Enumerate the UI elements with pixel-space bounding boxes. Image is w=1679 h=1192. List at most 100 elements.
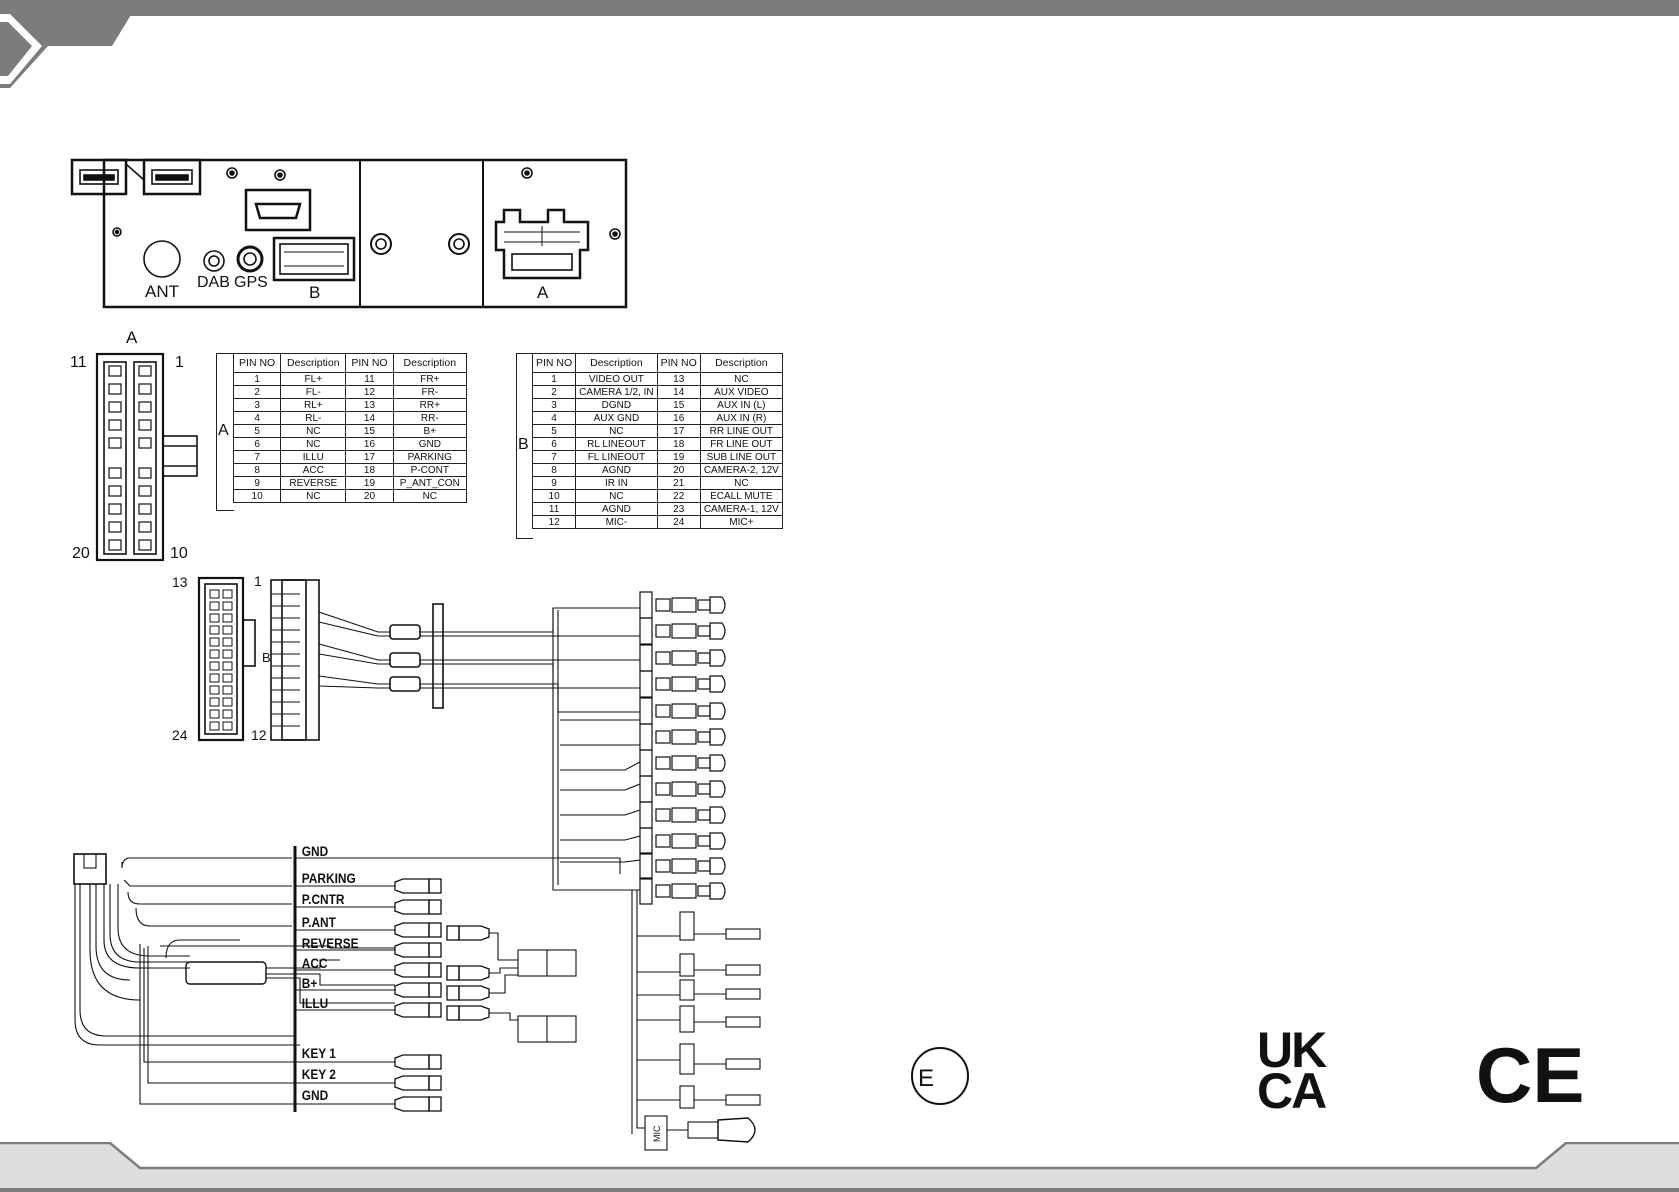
pin-description-cell: SUB LINE OUT: [699, 450, 783, 464]
pin-description-cell: PARKING: [392, 450, 468, 464]
table-header-row: PIN NO Description PIN NO Description: [232, 353, 468, 373]
pin-number-cell: 13: [656, 372, 701, 386]
wire-label-reverse: REVERSE: [302, 935, 359, 951]
pin-number-cell: 1: [232, 372, 282, 386]
dab-label: DAB: [197, 274, 230, 291]
pin-description-cell: MIC+: [699, 515, 783, 529]
pin-description-cell: AUX VIDEO: [699, 385, 783, 399]
table-header-row: PIN NO Description PIN NO Description: [531, 353, 783, 373]
pin-number-cell: 11: [531, 502, 577, 516]
table-b-side-bracket: [516, 353, 533, 539]
wire-label-p-cntr: P.CNTR: [302, 891, 345, 907]
connector-a-drawing: [95, 352, 198, 562]
wire-label-gnd-top: GND: [302, 843, 328, 859]
port-b-label: B: [309, 283, 320, 302]
wire-label-illu: ILLU: [302, 995, 328, 1011]
port-a-label: A: [537, 283, 549, 302]
wire-label-parking: PARKING: [302, 870, 356, 886]
pin-number-cell: 18: [345, 463, 394, 477]
pin-number-cell: 24: [656, 515, 701, 529]
col-header: PIN NO: [656, 353, 701, 373]
pin-number-cell: 10: [531, 489, 577, 503]
camera-ecall-wires: [631, 890, 761, 1151]
connector-b-side-label: B: [262, 650, 271, 665]
hdmi-port-icon: [244, 188, 312, 232]
pin-description-cell: FR+: [392, 372, 468, 386]
pin-description-cell: AUX GND: [575, 411, 658, 425]
rca-output-column: [552, 608, 641, 891]
pin-number-cell: 19: [345, 476, 394, 490]
pin-number-cell: 7: [232, 450, 282, 464]
pin-number-cell: 6: [232, 437, 282, 451]
ukca-line-1: UK: [1257, 1022, 1327, 1078]
wire-label-gnd-bottom: GND: [302, 1087, 328, 1103]
port-b-socket-icon: [272, 236, 356, 282]
wire-label-key-1: KEY 1: [302, 1045, 336, 1061]
mic-label: MIC: [652, 1125, 662, 1142]
pin-description-cell: RR-: [392, 411, 468, 425]
pin-description-cell: AGND: [575, 502, 658, 516]
connector-b-pin-13: 13: [172, 574, 188, 590]
col-header: Description: [280, 353, 347, 373]
pin-description-cell: ILLU: [280, 450, 347, 464]
pin-description-cell: NC: [280, 424, 347, 438]
pin-description-cell: ACC: [280, 463, 347, 477]
connector-a-pin-20: 20: [72, 545, 90, 562]
rear-panel: [70, 158, 628, 309]
pin-number-cell: 21: [656, 476, 701, 490]
pin-description-cell: ECALL MUTE: [699, 489, 783, 503]
pin-description-cell: RL-: [280, 411, 347, 425]
pin-description-cell: RR LINE OUT: [699, 424, 783, 438]
ce-mark-text: CE: [1476, 1031, 1584, 1119]
corner-chevron-tab: [0, 0, 140, 88]
pin-number-cell: 2: [232, 385, 282, 399]
pin-description-cell: NC: [280, 437, 347, 451]
port-a-socket-icon: [494, 208, 590, 280]
pin-description-cell: REVERSE: [280, 476, 347, 490]
pin-description-cell: FR LINE OUT: [699, 437, 783, 451]
footer-band: [0, 1142, 1679, 1192]
pin-number-cell: 5: [531, 424, 577, 438]
pin-description-cell: FL+: [280, 372, 347, 386]
pin-number-cell: 16: [345, 437, 394, 451]
dab-socket-icon: [203, 250, 225, 272]
pin-description-cell: NC: [575, 489, 658, 503]
pin-description-cell: B+: [392, 424, 468, 438]
table-a-side-bracket: [216, 353, 234, 511]
connector-b-pin-1: 1: [254, 573, 262, 589]
e-mark-icon: E: [911, 1047, 969, 1105]
pin-description-cell: FL-: [280, 385, 347, 399]
pin-description-cell: AUX IN (R): [699, 411, 783, 425]
pin-number-cell: 19: [656, 450, 701, 464]
col-header: Description: [392, 353, 468, 373]
pin-description-cell: VIDEO OUT: [575, 372, 658, 386]
connector-b-pin-12: 12: [251, 727, 267, 743]
col-header: PIN NO: [345, 353, 394, 373]
pin-description-cell: NC: [699, 476, 783, 490]
pin-number-cell: 23: [656, 502, 701, 516]
pin-number-cell: 9: [232, 476, 282, 490]
pin-number-cell: 5: [232, 424, 282, 438]
pin-description-cell: AGND: [575, 463, 658, 477]
pin-description-cell: RL LINEOUT: [575, 437, 658, 451]
col-header: PIN NO: [232, 353, 282, 373]
usb-port-2-icon: [142, 158, 202, 196]
pin-description-cell: NC: [699, 372, 783, 386]
col-header: Description: [699, 353, 783, 373]
